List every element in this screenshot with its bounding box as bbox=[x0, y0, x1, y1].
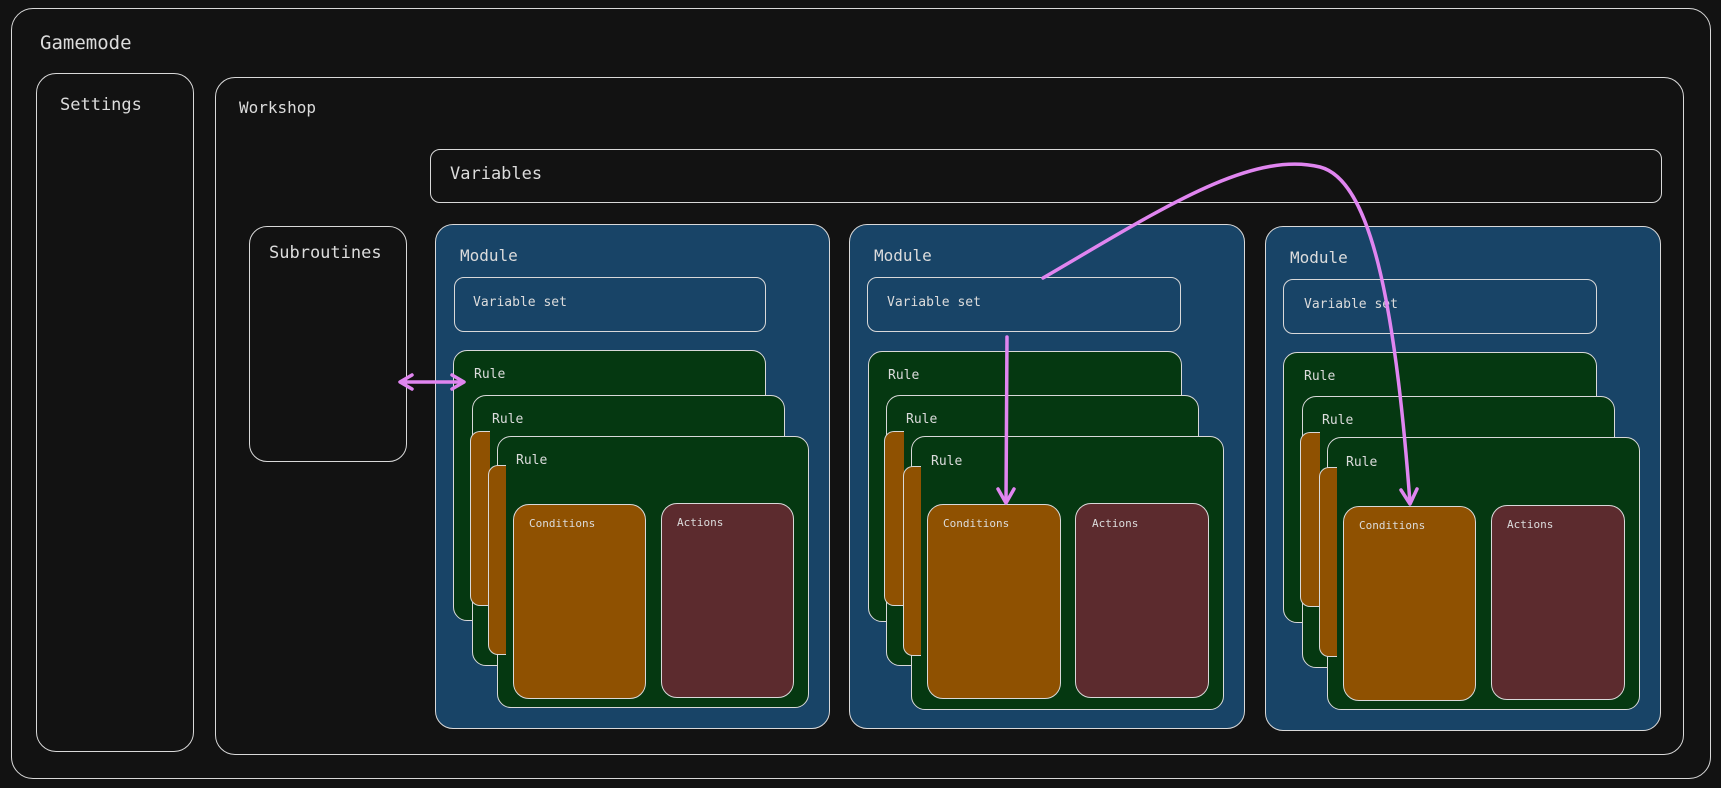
variable-set-label: Variable set bbox=[1304, 297, 1398, 312]
actions-label: Actions bbox=[1092, 517, 1139, 530]
variable-set-label: Variable set bbox=[887, 295, 981, 310]
rule-card-edge bbox=[1300, 432, 1320, 607]
actions-box bbox=[661, 503, 794, 698]
rule-label: Rule bbox=[1304, 369, 1336, 384]
conditions-label: Conditions bbox=[943, 517, 1010, 530]
conditions-box bbox=[927, 504, 1061, 699]
rule-label: Rule bbox=[931, 454, 963, 469]
module-label: Module bbox=[460, 246, 518, 265]
actions-label: Actions bbox=[1507, 518, 1554, 531]
rule-label: Rule bbox=[492, 412, 524, 427]
variable-set-to-remote-conditions-arrow bbox=[1041, 162, 1419, 506]
rule-label: Rule bbox=[1322, 413, 1354, 428]
subroutine-rule-double-arrow bbox=[398, 373, 466, 391]
gamemode-label: Gamemode bbox=[40, 32, 132, 54]
variable-set-box bbox=[454, 277, 766, 332]
rule-label: Rule bbox=[474, 367, 506, 382]
rule-label: Rule bbox=[888, 368, 920, 383]
conditions-box bbox=[1343, 506, 1476, 701]
rule-card-edge bbox=[903, 466, 921, 656]
conditions-box bbox=[513, 504, 646, 699]
rule-card-edge bbox=[884, 431, 904, 606]
workshop-label: Workshop bbox=[239, 98, 317, 117]
subroutines-box bbox=[249, 226, 407, 462]
variables-box bbox=[430, 149, 1662, 203]
conditions-label: Conditions bbox=[529, 517, 596, 530]
rule-label: Rule bbox=[516, 453, 548, 468]
gamemode-container bbox=[11, 8, 1711, 779]
rule-label: Rule bbox=[1346, 455, 1378, 470]
rule-card-edge bbox=[1319, 467, 1337, 657]
variable-set-box bbox=[867, 277, 1181, 332]
rule-label: Rule bbox=[906, 412, 938, 427]
conditions-label: Conditions bbox=[1359, 519, 1426, 532]
rule-card-edge bbox=[488, 465, 506, 655]
subroutines-label: Subroutines bbox=[269, 243, 382, 263]
settings-container bbox=[36, 73, 194, 752]
variable-set-box bbox=[1283, 279, 1597, 334]
variable-set-to-conditions-arrow bbox=[996, 335, 1016, 505]
actions-box bbox=[1075, 503, 1209, 698]
workshop-container bbox=[215, 77, 1684, 755]
variable-set-label: Variable set bbox=[473, 295, 567, 310]
variables-label: Variables bbox=[450, 164, 543, 184]
rule-card-edge bbox=[470, 431, 490, 606]
module-label: Module bbox=[1290, 248, 1348, 267]
module-label: Module bbox=[874, 246, 932, 265]
actions-box bbox=[1491, 505, 1625, 700]
actions-label: Actions bbox=[677, 516, 724, 529]
settings-label: Settings bbox=[60, 95, 142, 115]
